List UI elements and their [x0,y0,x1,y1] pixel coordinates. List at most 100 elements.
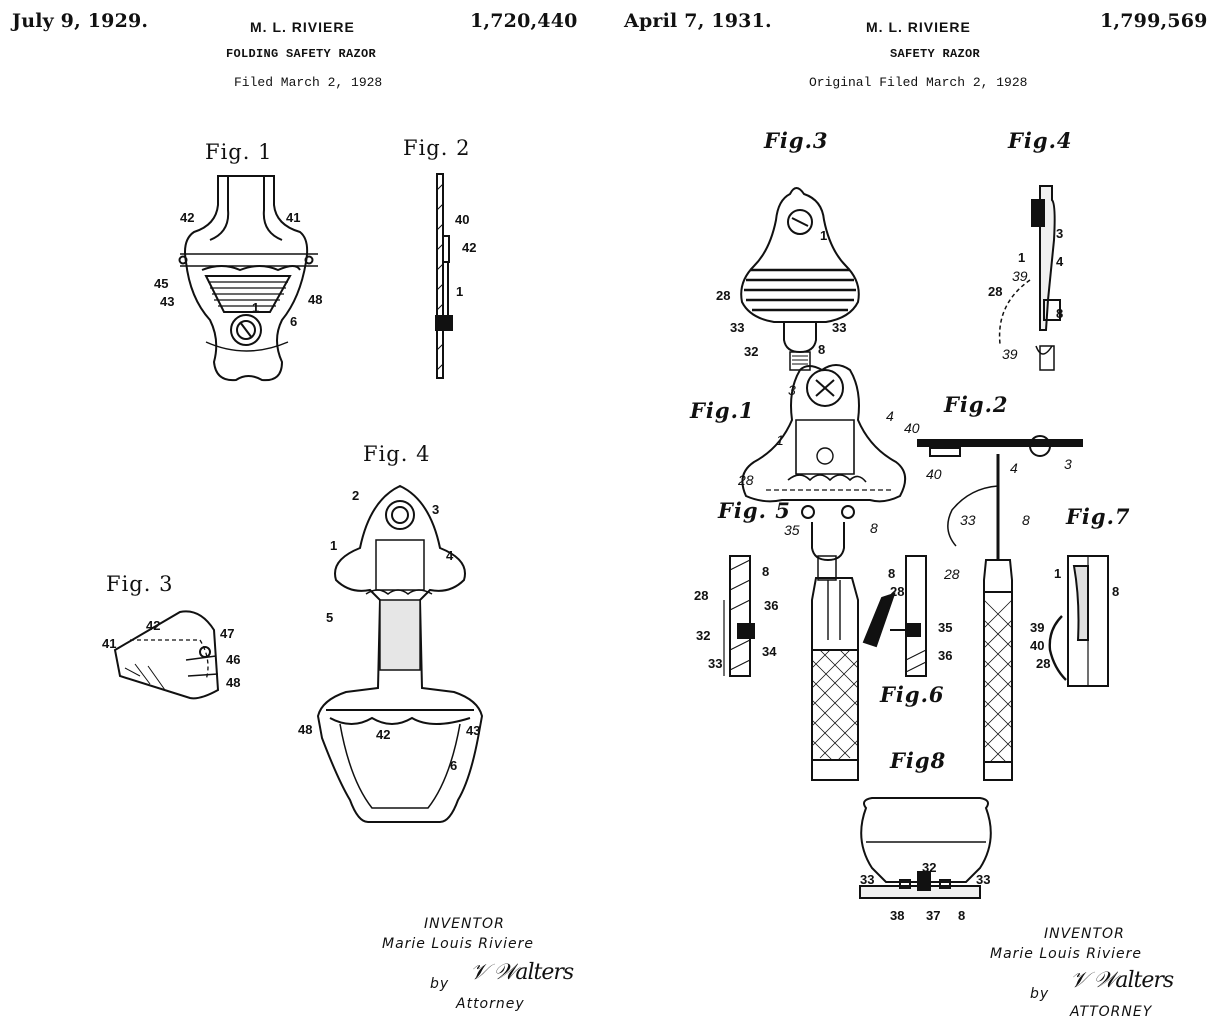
right-ref-40b: 40 [904,420,920,436]
right-fig-6-drawing [862,555,927,677]
left-attorney-label: Attorney [456,996,525,1012]
left-ref-48b: 48 [226,675,241,690]
left-patent-sheet: July 9, 1929. M. L. RIVIERE 1,720,440 FO… [0,0,600,1032]
right-fig-8-drawing [859,797,992,899]
left-fig-1-drawing [178,175,318,382]
left-ref-41: 41 [286,210,301,225]
right-attorney-label: ATTORNEY [1070,1004,1153,1020]
left-ref-3: 3 [432,502,440,517]
right-ref-4a: 4 [1056,254,1064,269]
right-ref-33f: 33 [976,872,991,887]
left-ref-42b: 42 [462,240,477,255]
right-inventor-name: M. L. RIVIERE [866,19,971,35]
left-ref-42d: 42 [376,727,391,742]
left-ref-1b: 1 [456,284,464,299]
right-ref-28: 28 [716,288,731,303]
right-ref-8g: 8 [1112,584,1120,599]
right-ref-38: 38 [890,908,905,923]
right-ref-8e: 8 [762,564,770,579]
right-fig-5-label: Fig. 5 [718,498,791,523]
left-fig-2-drawing [435,173,453,379]
right-filed-date: Original Filed March 2, 1928 [809,75,1028,90]
right-fig-6-label: Fig.6 [880,682,945,707]
left-ref-2: 2 [352,488,360,503]
right-ref-8h: 8 [958,908,966,923]
right-ref-37: 37 [926,908,941,923]
right-fig-8-label: Fig8 [890,748,947,773]
right-patent-title: SAFETY RAZOR [890,47,981,61]
right-fig-4-label: Fig.4 [1008,128,1073,153]
left-ref-41b: 41 [102,636,117,651]
right-ref-8f: 8 [888,566,896,581]
left-patent-title: FOLDING SAFETY RAZOR [226,47,377,61]
left-ref-4: 4 [446,548,454,563]
right-ref-1d: 1 [1054,566,1062,581]
left-inventor-name: M. L. RIVIERE [250,19,355,35]
right-ref-28g: 28 [1036,656,1051,671]
left-by-label: by [430,976,450,992]
right-fig-2-label: Fig.2 [944,392,1009,417]
right-ref-40a: 40 [926,466,942,482]
right-ref-28c: 28 [738,472,754,488]
left-ref-45: 45 [154,276,169,291]
left-attorney-signature-scribble: 𝒱 𝒲alters [470,960,574,985]
right-fig-3-label: Fig.3 [764,128,829,153]
right-inventor-label: INVENTOR [1044,926,1125,942]
right-ref-28b: 28 [988,284,1003,299]
left-ref-6: 6 [290,314,298,329]
left-ref-42c: 42 [146,618,161,633]
left-inventor-label: INVENTOR [424,916,505,932]
right-ref-33e: 33 [860,872,875,887]
right-fig-1-drawing [741,364,907,781]
left-ref-46: 46 [226,652,241,667]
left-fig-3-drawing [113,610,220,700]
right-inventor-signature: Marie Louis Riviere [990,946,1143,962]
left-fig-4-drawing [316,484,484,823]
right-patent-number: 1,799,569 [1100,10,1208,32]
left-ref-6b: 6 [450,758,458,773]
right-ref-33d: 33 [708,656,723,671]
left-fig-3-label: Fig. 3 [106,572,174,596]
left-fig-4-label: Fig. 4 [363,442,431,466]
right-ref-1: 1 [820,228,828,243]
right-ref-35b: 35 [938,620,953,635]
right-ref-8b: 8 [1056,306,1064,321]
right-ref-33b: 33 [832,320,847,335]
left-ref-48: 48 [308,292,323,307]
left-patent-number: 1,720,440 [470,10,578,32]
right-fig-1-label: Fig.1 [690,398,755,423]
left-ref-5: 5 [326,610,334,625]
right-ref-35a: 35 [784,522,800,538]
right-ref-3a: 3 [1056,226,1064,241]
right-by-label: by [1030,986,1050,1002]
right-ref-33a: 33 [730,320,745,335]
right-ref-1c: 1 [776,432,784,448]
right-ref-8a: 8 [818,342,826,357]
left-drawing-art [113,173,484,823]
right-ref-32: 32 [744,344,759,359]
right-ref-36a: 36 [764,598,779,613]
right-ref-28e: 28 [694,588,709,603]
right-ref-8d: 8 [1022,512,1030,528]
right-ref-39a: 39 [1012,268,1028,284]
left-inventor-signature: Marie Louis Riviere [382,936,535,952]
left-ref-1: 1 [252,300,260,315]
left-date: July 9, 1929. [12,10,149,32]
left-fig-1-label: Fig. 1 [205,140,273,164]
right-ref-34: 34 [762,644,777,659]
right-ref-32c: 32 [922,860,937,875]
right-ref-28d: 28 [944,566,960,582]
right-ref-32b: 32 [696,628,711,643]
right-fig-7-drawing [1048,555,1109,687]
right-ref-33c: 33 [960,512,976,528]
left-filed-date: Filed March 2, 1928 [234,75,383,90]
right-ref-39c: 39 [1030,620,1045,635]
right-date: April 7, 1931. [624,10,772,32]
right-fig-5-drawing [723,555,755,677]
right-ref-8c: 8 [870,520,878,536]
right-ref-4c: 4 [1010,460,1018,476]
left-ref-47: 47 [220,626,235,641]
right-fig-4-drawing [998,185,1061,371]
right-ref-39b: 39 [1002,346,1018,362]
